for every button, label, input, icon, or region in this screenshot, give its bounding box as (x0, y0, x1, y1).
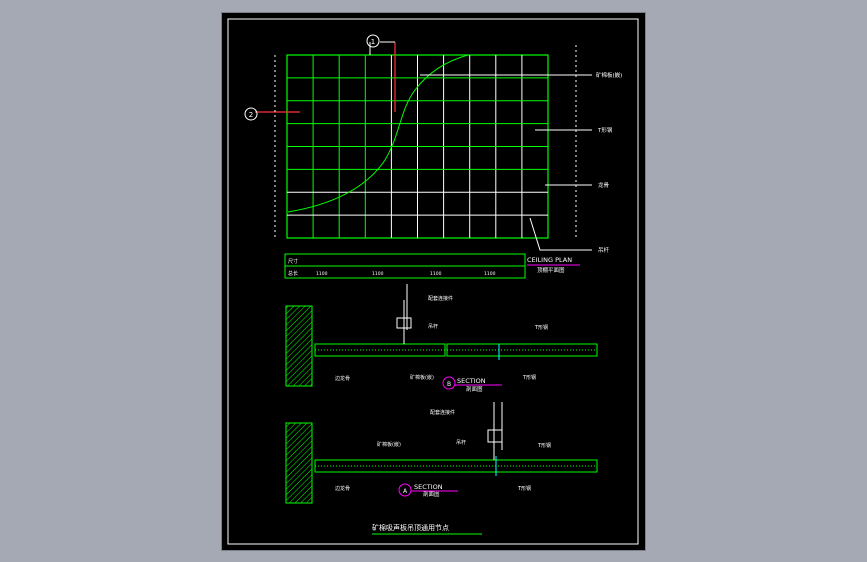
section-a-marker (398, 483, 412, 497)
section-b-label: 边龙骨 (335, 375, 350, 382)
plan-grid (287, 55, 548, 238)
plan-title: CEILING PLAN (527, 256, 572, 264)
plan-curve (287, 54, 469, 213)
section-marker-left (244, 107, 258, 121)
section-a-label: 配套连接件 (430, 409, 455, 416)
section-b-label: 配套连接件 (428, 295, 453, 302)
marker-top-label: 1 (371, 38, 375, 46)
section-b-label: 吊杆 (428, 323, 438, 330)
ceiling-plan: 1 2 矿棉板(嵌) T形钢 龙骨 吊杆 尺寸 总长 1100 1100 110… (244, 34, 622, 279)
dimension-value: 1100 (316, 271, 328, 277)
section-a-title: SECTION (414, 483, 443, 491)
section-a-marker-label: A (403, 488, 408, 495)
plan-callout-2: T形钢 (597, 126, 613, 134)
section-b-marker-label: B (447, 381, 451, 388)
drawing-title: 矿棉吸声板吊顶通用节点 (372, 523, 449, 532)
connector (396, 317, 412, 329)
section-b-label: 矿棉板(嵌) (410, 374, 434, 381)
dimension-value: 1100 (372, 271, 384, 277)
section-a-label: 矿棉板(嵌) (377, 441, 401, 448)
plan-callout-4: 吊杆 (598, 246, 610, 254)
sheet-border (227, 18, 639, 545)
wall-hatch (285, 305, 313, 387)
section-b-subtitle: 剖面图 (466, 385, 483, 393)
dimension-value: 1100 (430, 271, 442, 277)
section-marker-top (366, 34, 380, 48)
dimension-row-1: 尺寸 (288, 258, 298, 265)
section-a-label: 吊杆 (456, 439, 466, 446)
plan-subtitle: 顶棚平面图 (537, 266, 565, 274)
section-a-subtitle: 剖面图 (423, 490, 440, 498)
section-a-label: T形钢 (517, 485, 531, 492)
plan-callout-3: 龙骨 (598, 181, 610, 189)
section-a-label: T形钢 (537, 442, 551, 449)
callout-leader (529, 217, 592, 251)
connector (487, 429, 503, 443)
ceiling-panel (314, 343, 446, 357)
section-b-marker (442, 376, 456, 390)
plan-callout-1: 矿棉板(嵌) (596, 71, 622, 79)
section-b-label: T形钢 (522, 374, 536, 381)
section-a-label: 边龙骨 (335, 485, 350, 492)
dimension-row-2: 总长 (288, 270, 298, 277)
section-b-label: T形钢 (534, 324, 548, 331)
section-b-detail: 配套连接件 吊杆 T形钢 边龙骨 矿棉板(嵌) T形钢 B SECTION 剖面… (285, 284, 598, 393)
section-a-detail: 配套连接件 吊杆 矿棉板(嵌) T形钢 边龙骨 T形钢 A SECTION 剖面… (285, 402, 598, 504)
wall-hatch (285, 422, 313, 504)
section-b-title: SECTION (457, 377, 486, 385)
dimension-value: 1100 (484, 271, 496, 277)
marker-left-label: 2 (249, 111, 253, 119)
